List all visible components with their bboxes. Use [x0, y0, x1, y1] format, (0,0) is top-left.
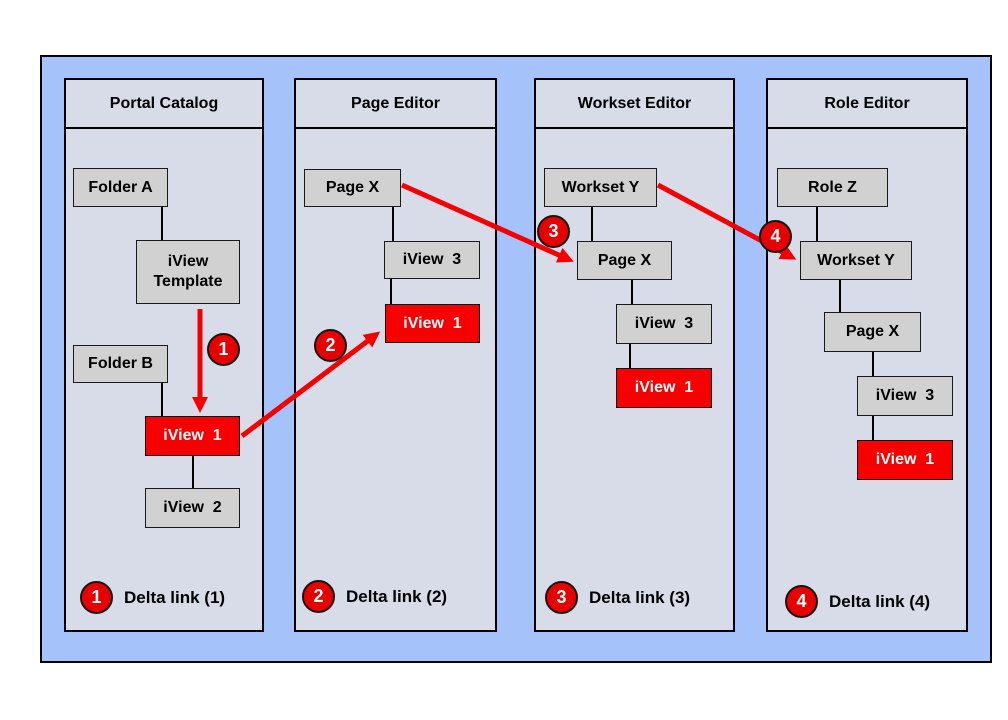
arrow-badge-3: 3 [537, 215, 570, 248]
connector-line [161, 207, 163, 240]
connector-line [816, 207, 818, 241]
panel-title: Page Editor [296, 80, 495, 129]
delta-badge-2: 2 [302, 580, 335, 613]
connector-line [629, 344, 631, 368]
node-iview-3: iView 3 [384, 241, 480, 279]
node-page-x: Page X [577, 241, 672, 280]
node-page-x: Page X [304, 169, 401, 207]
delta-label-3: Delta link (3) [589, 587, 691, 607]
delta-link-legend-4: 4 Delta link (4) [785, 585, 930, 618]
panel-title: Role Editor [768, 80, 966, 129]
node-workset-y: Workset Y [544, 168, 657, 207]
node-page-x: Page X [824, 312, 921, 352]
node-folder-a: Folder A [73, 168, 168, 207]
connector-line [390, 279, 392, 304]
node-iview-template: iView Template [136, 240, 240, 304]
node-folder-b: Folder B [73, 345, 168, 383]
connector-line [872, 352, 874, 376]
node-iview-1-highlighted: iView 1 [385, 304, 480, 343]
connector-line [872, 416, 874, 440]
node-iview-3: iView 3 [857, 376, 953, 416]
connector-line [192, 456, 194, 488]
node-iview-1-highlighted: iView 1 [616, 368, 712, 408]
panel-workset-editor: Workset Editor [534, 78, 735, 632]
arrow-badge-2: 2 [314, 329, 347, 362]
delta-label-2: Delta link (2) [346, 586, 448, 606]
panel-role-editor: Role Editor [766, 78, 968, 632]
node-iview-3: iView 3 [616, 304, 712, 344]
node-workset-y: Workset Y [800, 241, 912, 280]
connector-line [839, 280, 841, 312]
delta-badge-4: 4 [785, 585, 818, 618]
connector-line [161, 383, 163, 416]
delta-link-legend-2: 2 Delta link (2) [302, 580, 447, 613]
connector-line [392, 207, 394, 241]
delta-badge-3: 3 [545, 581, 578, 614]
panel-title: Portal Catalog [66, 80, 262, 129]
delta-link-legend-3: 3 Delta link (3) [545, 581, 690, 614]
node-iview-1-highlighted: iView 1 [145, 416, 240, 456]
arrow-badge-4: 4 [759, 220, 792, 253]
connector-line [631, 280, 633, 304]
arrow-badge-1: 1 [207, 333, 240, 366]
connector-line [591, 207, 593, 241]
delta-label-1: Delta link (1) [124, 587, 226, 607]
delta-link-legend-1: 1 Delta link (1) [80, 581, 225, 614]
panel-title: Workset Editor [536, 80, 733, 129]
node-iview-1-highlighted: iView 1 [857, 440, 953, 480]
node-role-z: Role Z [777, 168, 888, 207]
delta-label-4: Delta link (4) [829, 591, 931, 611]
delta-badge-1: 1 [80, 581, 113, 614]
node-iview-2: iView 2 [145, 488, 240, 528]
